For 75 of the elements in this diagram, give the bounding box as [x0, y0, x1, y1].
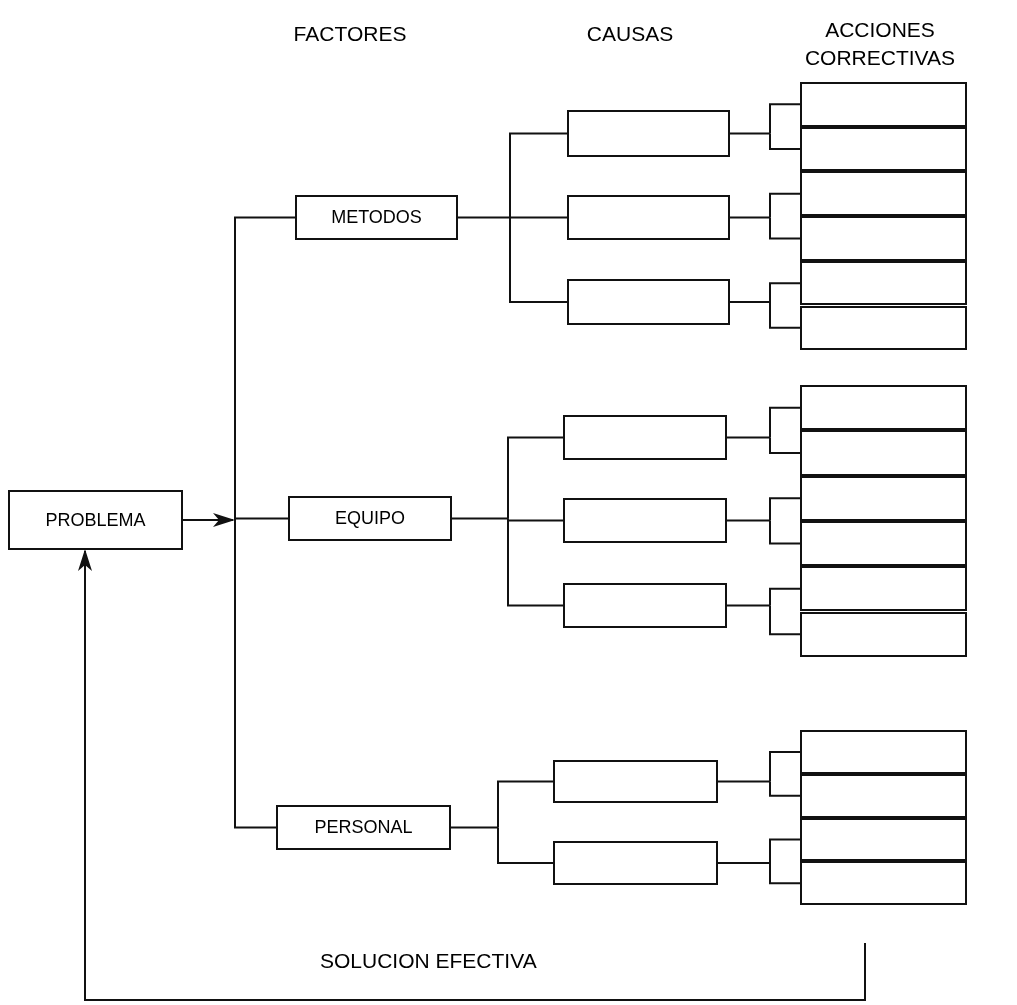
- connector-line: [769, 132, 801, 151]
- empty-box: [800, 82, 967, 127]
- connector-line: [726, 519, 771, 522]
- empty-box: [553, 760, 718, 803]
- empty-box: [800, 216, 967, 261]
- empty-box: [563, 415, 727, 460]
- connector-line: [509, 216, 568, 303]
- connector-line: [726, 436, 771, 439]
- empty-box: [800, 861, 967, 906]
- empty-box: [800, 385, 967, 431]
- box-label: METODOS: [331, 206, 422, 229]
- connector-line: [769, 436, 801, 454]
- connector-line: [234, 519, 277, 829]
- connector-line: [769, 838, 801, 864]
- connector-line: [726, 604, 771, 607]
- empty-box: [800, 475, 967, 521]
- empty-box: [800, 566, 967, 612]
- empty-box: [800, 260, 967, 306]
- connector-line: [234, 216, 296, 521]
- connector-line: [769, 282, 801, 303]
- connector-line: [507, 517, 564, 607]
- connector-line: [769, 103, 801, 135]
- connector-line: [717, 780, 771, 783]
- connector-line: [769, 301, 801, 329]
- connector-line: [769, 750, 801, 783]
- connector-line: [451, 517, 509, 520]
- column-heading: ACCIONES CORRECTIVAS: [803, 17, 957, 71]
- connector-line: [769, 406, 801, 439]
- connector-line: [769, 780, 801, 797]
- connector-line: [507, 436, 564, 520]
- feedback-arrow: [78, 549, 866, 1001]
- connector-line: [769, 216, 801, 240]
- connector-line: [769, 862, 801, 885]
- connector-line: [729, 132, 771, 135]
- connector-line: [450, 826, 499, 829]
- empty-box: [800, 773, 967, 818]
- connector-line: [497, 780, 554, 829]
- problem-box: [8, 490, 183, 550]
- connector-line: [509, 132, 568, 219]
- connector-line: [769, 192, 801, 219]
- connector-line: [457, 216, 511, 219]
- empty-box: [567, 110, 730, 157]
- connector-line: [717, 862, 771, 864]
- empty-box: [800, 126, 967, 172]
- empty-box: [553, 841, 718, 885]
- empty-box: [800, 171, 967, 217]
- empty-box: [567, 279, 730, 325]
- connector-line: [769, 587, 801, 607]
- connector-line: [507, 517, 564, 522]
- empty-box: [800, 730, 967, 774]
- connector-line: [509, 216, 568, 219]
- empty-box: [563, 498, 727, 543]
- connector-line: [234, 517, 289, 521]
- empty-box: [563, 583, 727, 628]
- connector-line: [182, 513, 235, 527]
- connector-line: [729, 301, 771, 303]
- box-label: PROBLEMA: [45, 508, 146, 532]
- factor-box: [276, 805, 451, 850]
- empty-box: [800, 817, 967, 862]
- empty-box: [800, 520, 967, 567]
- factor-box: [288, 496, 452, 541]
- connector-line: [729, 216, 771, 219]
- connector-line: [497, 826, 554, 864]
- connector-line: [769, 604, 801, 636]
- empty-box: [800, 430, 967, 476]
- empty-box: [800, 611, 967, 657]
- column-heading: CAUSAS: [585, 21, 675, 47]
- box-label: EQUIPO: [335, 507, 405, 530]
- connector-line: [769, 497, 801, 522]
- empty-box: [567, 195, 730, 240]
- box-label: PERSONAL: [314, 816, 413, 839]
- factor-box: [295, 195, 458, 240]
- connector-line: [769, 519, 801, 545]
- column-heading: FACTORES: [292, 21, 408, 47]
- empty-box: [800, 305, 967, 351]
